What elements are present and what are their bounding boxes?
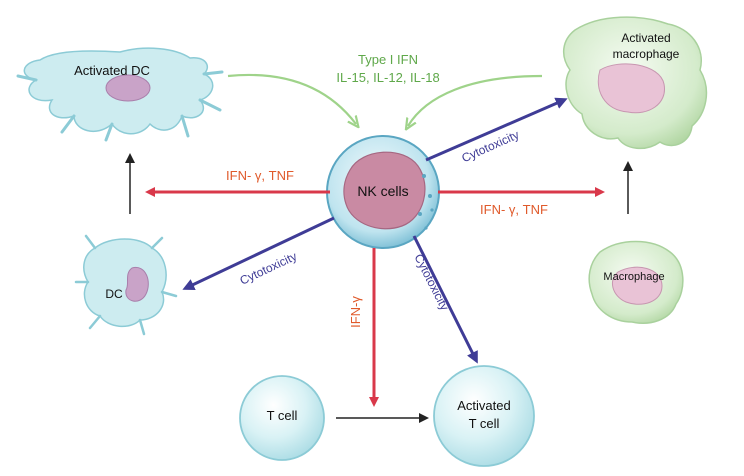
- dc-label: DC: [105, 287, 123, 301]
- nk-cells-label: NK cells: [357, 183, 408, 199]
- cytokines-label-line1: Type I IFN: [358, 52, 418, 67]
- green-arrow-right: [408, 74, 543, 126]
- blue-arrow-tcell: [412, 235, 478, 364]
- red-label-left: IFN- γ, TNF: [226, 168, 294, 183]
- blue-arrow-macrophage: [425, 97, 568, 162]
- green-arrow-left: [227, 73, 356, 124]
- t-cell: [239, 375, 325, 461]
- red-label-down: IFN-γ: [348, 296, 363, 328]
- activated-t-cell: [433, 365, 535, 467]
- activated-dc-cell: [16, 47, 224, 142]
- activated-t-cell-label-line2: T cell: [469, 416, 500, 431]
- cytokines-label-line2: IL-15, IL-12, IL-18: [336, 70, 439, 85]
- activated-macrophage-label-line1: Activated: [621, 31, 670, 45]
- blue-arrow-dc: [182, 216, 335, 291]
- t-cell-label: T cell: [267, 408, 298, 423]
- macrophage-cell: [588, 240, 684, 324]
- activated-t-cell-label-line1: Activated: [457, 398, 510, 413]
- activated-macrophage-label-line2: macrophage: [613, 47, 680, 61]
- cyto-label-dc: Cytotoxicity: [238, 249, 300, 288]
- activated-macrophage-cell: [563, 16, 708, 150]
- dc-cell: [74, 234, 178, 336]
- activated-dc-label: Activated DC: [74, 63, 150, 78]
- macrophage-label: Macrophage: [603, 271, 664, 283]
- cyto-label-tcell: Cytotoxicity: [411, 252, 451, 313]
- red-label-right: IFN- γ, TNF: [480, 202, 548, 217]
